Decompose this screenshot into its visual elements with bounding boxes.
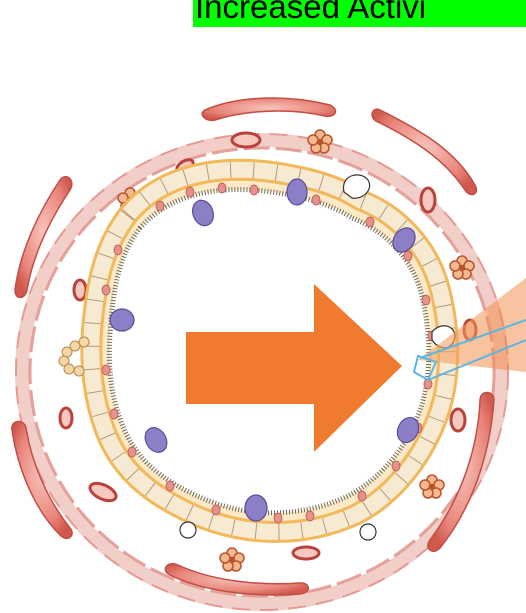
airway-cross-section-diagram: [0, 0, 526, 613]
